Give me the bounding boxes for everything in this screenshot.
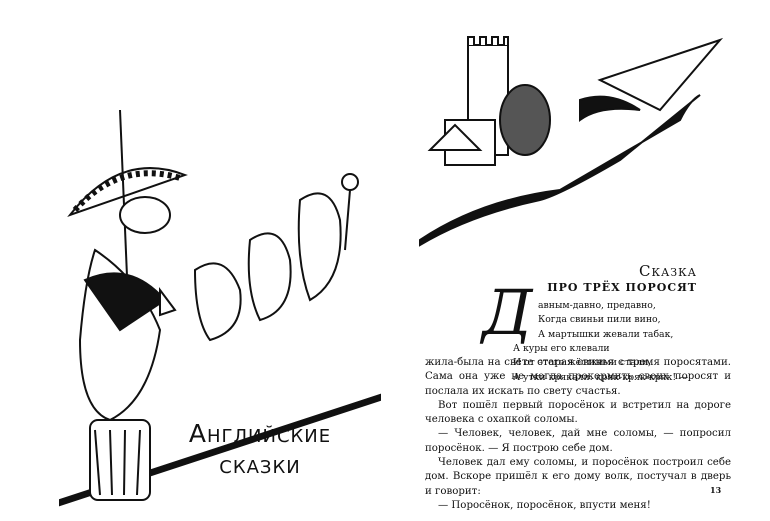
paragraph: — Человек, человек, дай мне соломы, — по…	[425, 428, 731, 454]
story-subheading: про трёх поросят	[547, 281, 697, 294]
poem-line: А утки крякали: кряк-кряк-кряк! —	[513, 371, 689, 383]
title-line: Английские	[188, 419, 332, 448]
drop-cap: Д	[482, 276, 533, 349]
story-heading: Сказка	[638, 262, 697, 280]
page-number: 13	[710, 485, 722, 495]
paragraph: — Поросёнок, поросёнок, впусти меня!	[438, 499, 651, 511]
poem-line: А куры его клевали	[513, 343, 610, 354]
poem-block: авным-давно, предавно, Когда свиньи пили…	[538, 299, 673, 342]
paragraph: Вот пошёл первый поросёнок и встретил на…	[425, 399, 731, 426]
castle-illustration	[419, 36, 724, 247]
poem-line: А мартышки жевали табак,	[538, 328, 674, 340]
poem-line: авным-давно, предавно,	[538, 300, 656, 311]
paragraph: Человек дал ему соломы, и поросёнок пост…	[425, 457, 731, 497]
paragraph: жила-была на свете старая свинья с тремя…	[425, 357, 731, 397]
poem-block: А куры его клевали И от этого жёсткими с…	[513, 342, 688, 385]
poem-line: И от этого жёсткими стали,	[513, 357, 651, 369]
book-section-title: Английские сказки	[160, 418, 360, 480]
title-line: сказки	[219, 450, 301, 479]
pigs-procession-illustration	[59, 109, 381, 507]
poem-line: Когда свиньи пили вино,	[538, 314, 661, 326]
story-body: жила-была на свете старая свинья с тремя…	[425, 356, 731, 513]
